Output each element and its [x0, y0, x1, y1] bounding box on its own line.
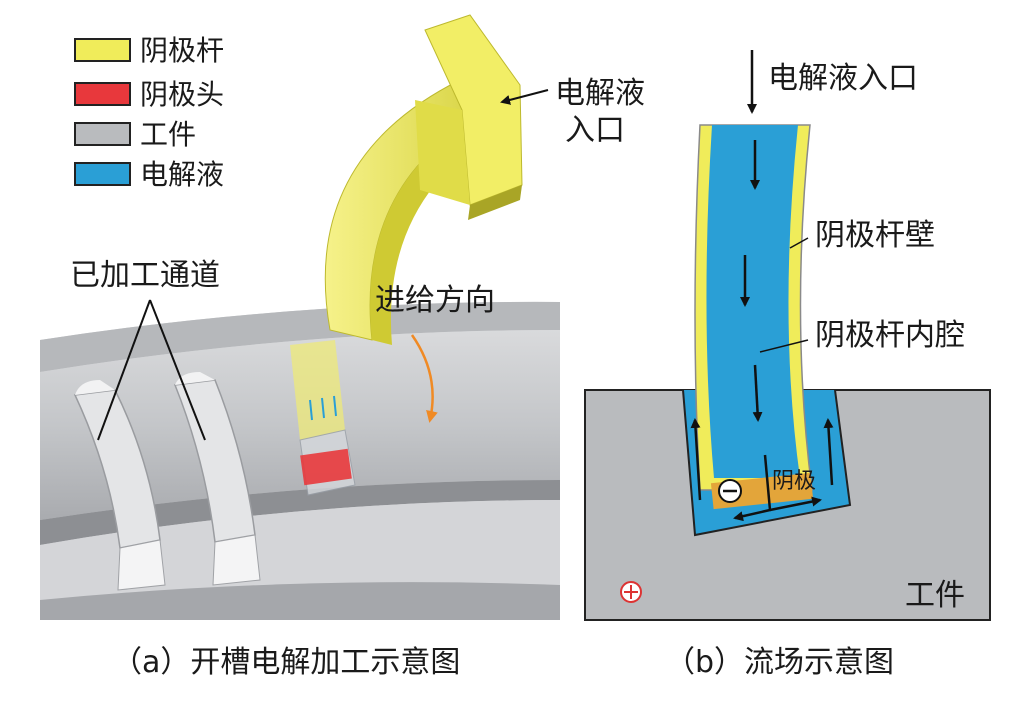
- feed-direction-arrow: [410, 334, 438, 423]
- panel-b: 工件 阴极 电解液入口: [584, 50, 991, 680]
- legend-swatch-cathode-head: [74, 82, 131, 106]
- feed-direction-label: 进给方向: [375, 283, 495, 318]
- cathode-cavity-leader: [759, 339, 809, 353]
- legend-label-cathode-rod: 阴极杆: [140, 34, 224, 67]
- inlet-label-b: 电解液入口: [768, 61, 918, 96]
- positive-anode-icon: [620, 581, 642, 603]
- legend-label-cathode-head: 阴极头: [140, 78, 224, 111]
- cathode-wall-label: 阴极杆壁: [815, 218, 935, 253]
- legend-item-workpiece: 工件: [74, 118, 196, 151]
- legend-swatch-electrolyte: [74, 162, 131, 186]
- machined-channels-label: 已加工通道: [70, 258, 220, 293]
- cathode-rod: [290, 14, 523, 496]
- cathode-label: 阴极: [772, 469, 816, 494]
- legend-item-cathode-rod: 阴极杆: [74, 34, 224, 67]
- inlet-label-a-line1: 电解液: [555, 76, 645, 111]
- cathode-wall-leader: [789, 237, 809, 249]
- negative-cathode-icon: [718, 479, 742, 503]
- legend-item-cathode-head: 阴极头: [74, 78, 224, 111]
- inlet-arrow-a: [500, 89, 549, 105]
- cathode-cavity-label: 阴极杆内腔: [815, 318, 965, 353]
- channel-leader-2: [149, 299, 206, 441]
- legend-label-workpiece: 工件: [140, 118, 196, 151]
- cathode-head: [300, 448, 352, 486]
- channel-leader-1: [97, 299, 151, 441]
- cathode-rod-cavity: [706, 125, 800, 478]
- inlet-label-a-line2: 入口: [565, 113, 625, 148]
- workpiece-label: 工件: [905, 578, 965, 613]
- legend: 阴极杆 阴极头 工件 电解液: [74, 34, 224, 191]
- legend-item-electrolyte: 电解液: [74, 158, 224, 191]
- caption-b: （b）流场示意图: [665, 645, 894, 680]
- panel-a: 电解液 入口 已加工通道 进给方向 （a）开槽电解加工示意图: [40, 14, 645, 680]
- caption-a: （a）开槽电解加工示意图: [112, 645, 460, 680]
- legend-label-electrolyte: 电解液: [140, 158, 224, 191]
- legend-swatch-workpiece: [74, 122, 131, 146]
- legend-swatch-cathode-rod: [74, 38, 131, 62]
- flow-arrows: [690, 140, 834, 522]
